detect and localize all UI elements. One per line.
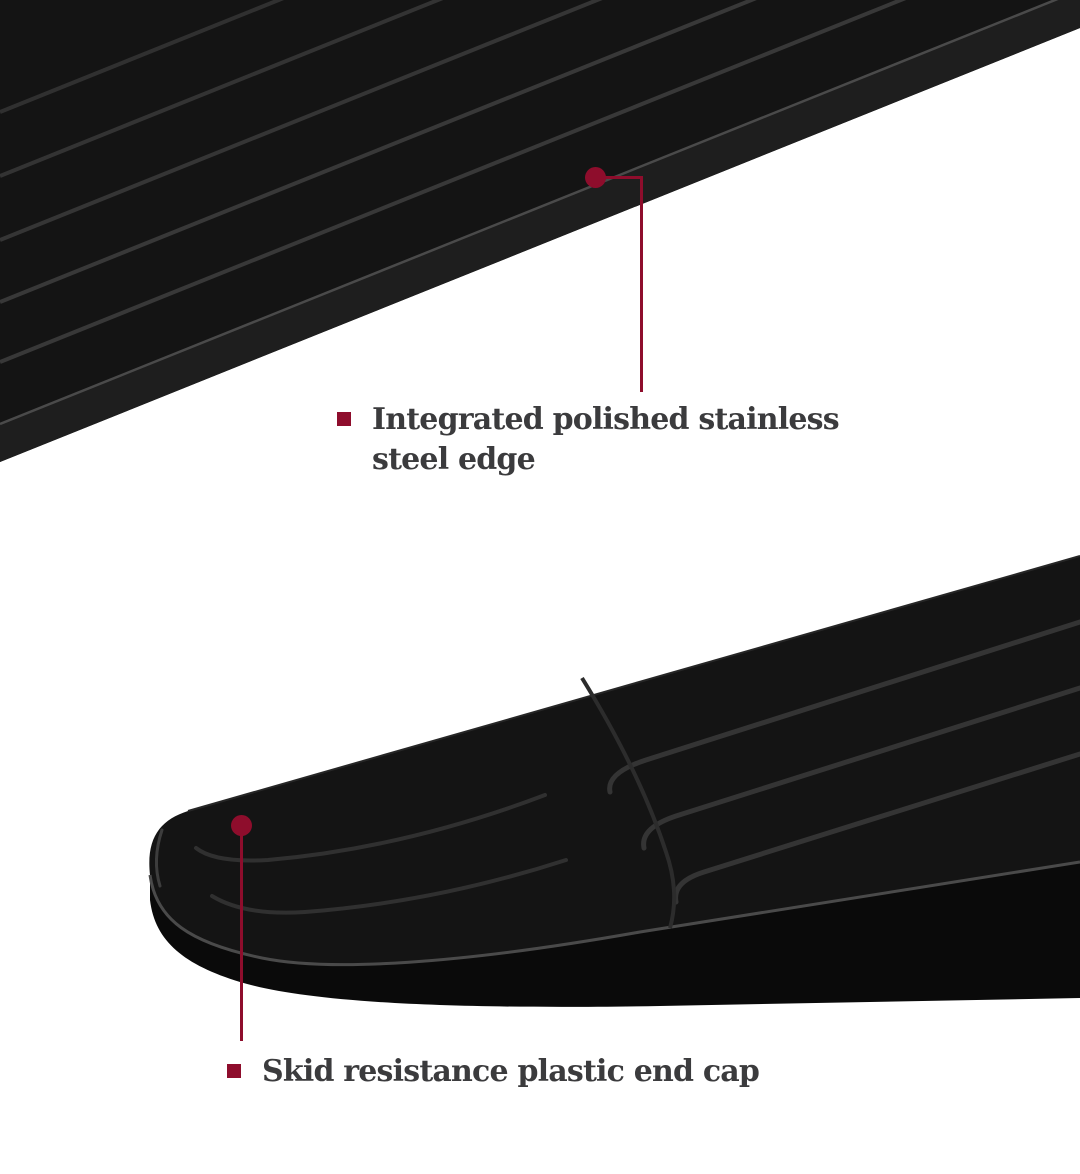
callout-dot-end-cap bbox=[231, 815, 252, 836]
board-surface bbox=[149, 556, 1080, 965]
leader-line-end-cap-vertical bbox=[240, 833, 243, 1041]
end-cap-seam bbox=[580, 676, 677, 929]
board-groove bbox=[0, 0, 444, 178]
feature-label-line: steel edge bbox=[372, 442, 536, 477]
board-side-band bbox=[150, 862, 1080, 1007]
end-cap-groove bbox=[194, 793, 547, 863]
leader-line-stainless-edge-horizontal bbox=[595, 176, 643, 179]
board-groove bbox=[607, 619, 1080, 795]
stainless-edge-strip bbox=[0, 0, 1080, 462]
far-edge-line bbox=[187, 555, 1080, 812]
end-cap-groove bbox=[210, 858, 568, 915]
feature-label-line: Integrated polished stainless bbox=[372, 402, 840, 437]
running-board-edge-photo bbox=[0, 0, 1080, 462]
board-groove bbox=[0, 0, 285, 114]
board-groove bbox=[641, 685, 1080, 851]
bullet-marker bbox=[227, 1064, 241, 1078]
feature-label-text: Integrated polished stainless steel edge bbox=[372, 400, 840, 480]
bullet-marker bbox=[337, 412, 351, 426]
feature-label-end-cap: Skid resistance plastic end cap bbox=[227, 1052, 760, 1092]
board-groove bbox=[0, 0, 907, 364]
feature-label-line: Skid resistance plastic end cap bbox=[262, 1054, 760, 1089]
leader-line-stainless-edge-vertical bbox=[640, 176, 643, 392]
feature-label-text: Skid resistance plastic end cap bbox=[262, 1052, 760, 1092]
running-board-end-cap-photo bbox=[148, 555, 1080, 1007]
board-groove bbox=[0, 0, 603, 242]
end-cap-highlight bbox=[155, 828, 164, 888]
edge-seam-line bbox=[0, 0, 1059, 426]
feature-label-stainless-edge: Integrated polished stainless steel edge bbox=[337, 400, 840, 480]
surface-side-seam bbox=[148, 860, 1080, 967]
board-groove bbox=[0, 0, 757, 304]
